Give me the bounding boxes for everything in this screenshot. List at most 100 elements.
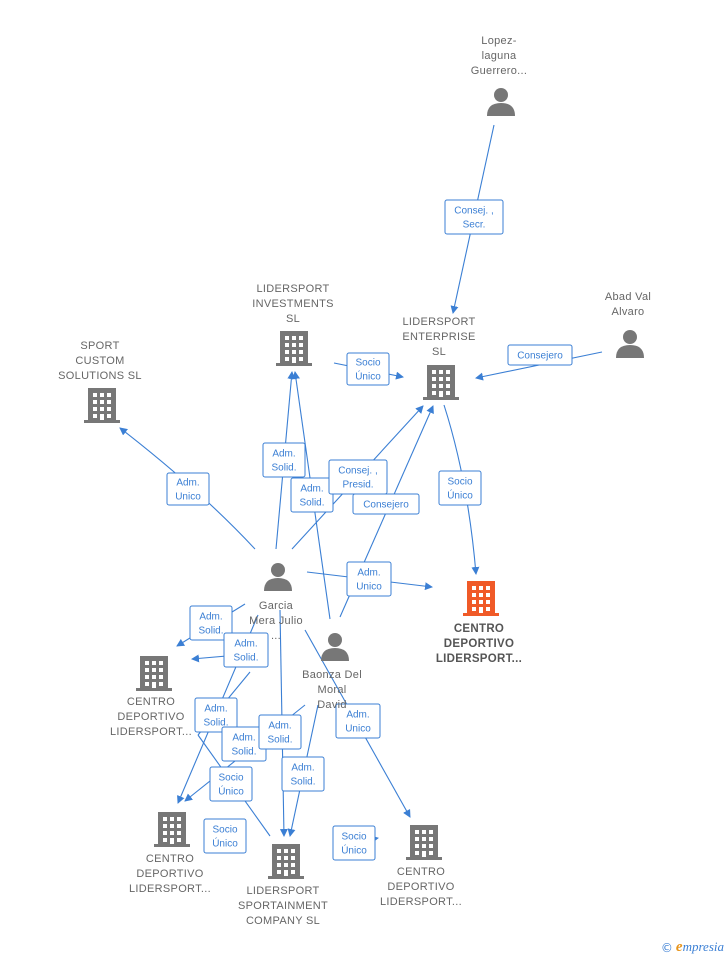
edge-label-text: Solid. bbox=[198, 626, 223, 637]
edge-label-box bbox=[444, 199, 504, 235]
node-label-line: Guerrero... bbox=[471, 65, 528, 77]
node-centro-deportivo-focus[interactable]: CENTRO DEPORTIVO LIDERSPORT... bbox=[436, 581, 522, 665]
node-label-line: Alvaro bbox=[612, 306, 645, 318]
edge-label-adm-solid-inv1[interactable]: Adm. Solid. bbox=[262, 442, 306, 478]
node-baonza[interactable]: Baonza Del Moral David bbox=[302, 633, 362, 711]
edge-label-adm-unico-br[interactable]: Adm. Unico bbox=[335, 703, 381, 739]
node-label-line: SPORT bbox=[80, 340, 119, 352]
node-label-line: DEPORTIVO bbox=[444, 638, 514, 650]
edge-label-box bbox=[166, 472, 210, 506]
edge-label-text: Adm. bbox=[268, 721, 291, 732]
node-label-line: CENTRO bbox=[146, 853, 194, 865]
node-label-line: ENTERPRISE bbox=[402, 331, 475, 343]
node-abad[interactable]: Abad Val Alvaro bbox=[605, 291, 651, 358]
edge-label-consej-secr[interactable]: Consej. ,Secr. bbox=[444, 199, 504, 235]
empresia-footer[interactable]: © empresia bbox=[661, 939, 724, 956]
edge-label-text: Adm. bbox=[204, 704, 227, 715]
edge-label-adm-solid-bl1[interactable]: Adm.Solid. bbox=[194, 697, 238, 733]
edge-label-adm-unico-focus[interactable]: Adm.Unico bbox=[346, 561, 392, 597]
edge-label-adm-solid-left2[interactable]: Adm. Solid. bbox=[223, 632, 269, 668]
node-label-line: Lopez- bbox=[481, 35, 516, 47]
person-icon bbox=[321, 633, 349, 661]
node-label-line: COMPANY SL bbox=[246, 915, 320, 927]
node-label-line: DEPORTIVO bbox=[117, 711, 184, 723]
node-garcia-mera[interactable]: Garcia Mera Julio ... bbox=[249, 563, 303, 642]
building-icon bbox=[406, 825, 442, 860]
node-label-line: LIDERSPORT bbox=[256, 283, 329, 295]
edge-label-text: Solid. bbox=[233, 653, 258, 664]
node-lidersport-sportainment[interactable]: LIDERSPORT SPORTAINMENT COMPANY SL bbox=[238, 844, 328, 927]
edge-label-adm-solid-bl2[interactable]: Adm. Solid. bbox=[221, 726, 267, 762]
edge-label-text: Adm. bbox=[176, 478, 199, 489]
node-label-line: DEPORTIVO bbox=[387, 881, 454, 893]
node-label-line: CENTRO bbox=[454, 623, 504, 635]
node-label-line: SL bbox=[432, 346, 446, 358]
edge-label-box bbox=[209, 766, 253, 802]
building-icon bbox=[268, 844, 304, 879]
edge-label-text: Unico bbox=[345, 724, 371, 735]
edge-label-text: Socio bbox=[218, 773, 243, 784]
node-label-line: INVESTMENTS bbox=[252, 298, 334, 310]
edge-label-text: Socio bbox=[341, 832, 366, 843]
node-label-line: LIDERSPORT... bbox=[380, 896, 462, 908]
edge-label-text: Adm. bbox=[234, 639, 257, 650]
node-label-line: CENTRO bbox=[127, 696, 175, 708]
node-lidersport-investments[interactable]: LIDERSPORT INVESTMENTS SL bbox=[252, 283, 334, 366]
node-lidersport-enterprise[interactable]: LIDERSPORT ENTERPRISE SL bbox=[402, 316, 475, 400]
node-label-line: Baonza Del bbox=[302, 669, 362, 681]
node-label-line: DEPORTIVO bbox=[136, 868, 203, 880]
edge-label-text: Solid. bbox=[271, 463, 296, 474]
edge-label-box bbox=[203, 818, 247, 854]
node-label-line: Abad Val bbox=[605, 291, 651, 303]
edge-label-box bbox=[262, 442, 306, 478]
edge-label-text: Adm. bbox=[232, 733, 255, 744]
edge-label-text: Socio bbox=[212, 825, 237, 836]
node-centro-deportivo-left[interactable]: CENTRO DEPORTIVO LIDERSPORT... bbox=[110, 656, 192, 738]
edge-label-text: Unico bbox=[356, 582, 382, 593]
edge-label-text: Adm. bbox=[291, 763, 314, 774]
building-icon bbox=[136, 656, 172, 691]
node-centro-deportivo-bottom-left[interactable]: CENTRO DEPORTIVO LIDERSPORT... bbox=[129, 812, 211, 895]
node-label-line: laguna bbox=[482, 50, 517, 62]
edge-label-box bbox=[332, 825, 376, 861]
edge-label-text: Adm. bbox=[346, 710, 369, 721]
edge-label-consej-presid[interactable]: Consej. ,Presid. bbox=[328, 459, 388, 495]
copyright-icon: © bbox=[660, 940, 673, 955]
node-lopez[interactable]: Lopez- laguna Guerrero... bbox=[471, 35, 528, 116]
building-icon bbox=[463, 581, 499, 616]
edge-label-box bbox=[507, 344, 573, 366]
node-label-line: CUSTOM bbox=[75, 355, 124, 367]
edge-label-text: Consejero bbox=[517, 351, 563, 362]
edge-label-consejero-baonza[interactable]: Consejero bbox=[352, 493, 420, 515]
edge-label-text: Socio bbox=[447, 477, 472, 488]
edge-label-text: Adm. bbox=[300, 484, 323, 495]
building-icon bbox=[84, 388, 120, 423]
node-label-line: SPORTAINMENT bbox=[238, 900, 328, 912]
edge-label-box bbox=[335, 703, 381, 739]
edge-label-text: Único bbox=[447, 489, 473, 502]
edge-label-adm-solid-left1[interactable]: Adm. Solid. bbox=[189, 605, 233, 641]
edge-label-consejero-abad[interactable]: Consejero bbox=[507, 344, 573, 366]
edge-label-adm-solid-sp2[interactable]: Adm.Solid. bbox=[281, 756, 325, 792]
node-sport-custom-solutions[interactable]: SPORT CUSTOM SOLUTIONS SL bbox=[58, 340, 142, 423]
edge-label-text: Único bbox=[341, 844, 367, 857]
node-label-line: SL bbox=[286, 313, 300, 325]
edge-label-adm-solid-sp1[interactable]: Adm.Solid. bbox=[258, 714, 302, 750]
node-centro-deportivo-bottom-right[interactable]: CENTRO DEPORTIVO LIDERSPORT... bbox=[380, 825, 462, 908]
node-label-line: CENTRO bbox=[397, 866, 445, 878]
building-icon bbox=[423, 365, 459, 400]
edge-label-box bbox=[352, 493, 420, 515]
node-label-line: Moral bbox=[317, 684, 346, 696]
edge-label-text: Adm. bbox=[199, 612, 222, 623]
edge-label-adm-solid-inv2[interactable]: Adm.Solid. bbox=[290, 477, 334, 513]
edge-label-text: Presid. bbox=[342, 480, 373, 491]
edge-label-adm-unico-sport[interactable]: Adm.Unico bbox=[166, 472, 210, 506]
edge-label-text: Solid. bbox=[231, 747, 256, 758]
edge-label-text: Adm. bbox=[272, 449, 295, 460]
building-icon bbox=[276, 331, 312, 366]
